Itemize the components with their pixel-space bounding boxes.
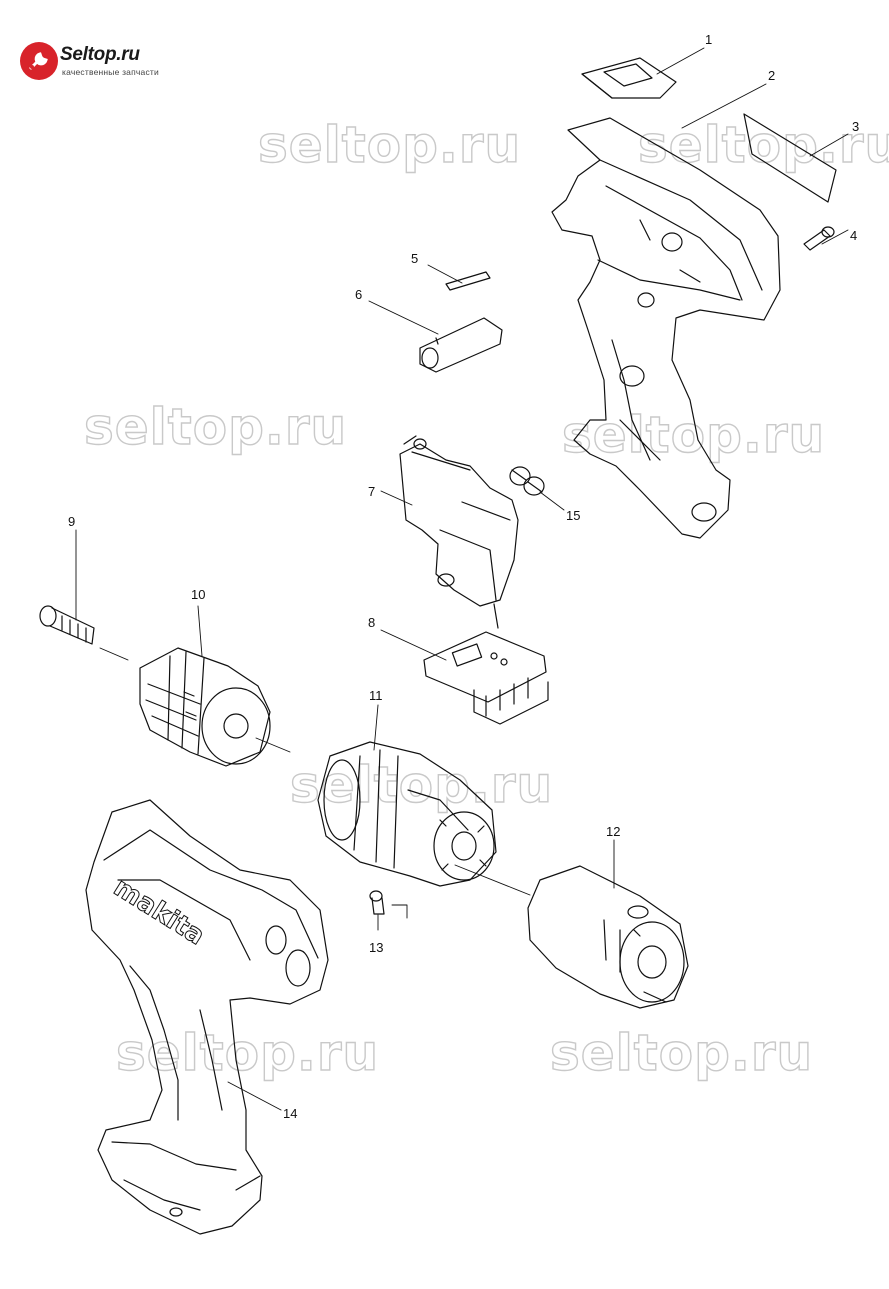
- part-5-compression-spring: [445, 271, 491, 291]
- part-13-pan-head-screw: [369, 890, 385, 915]
- part-11-gear-assembly: [317, 741, 497, 887]
- brand-name: Seltop.ru: [60, 44, 140, 65]
- part-8-controller: [423, 631, 549, 725]
- part-4-tapping-screw: [803, 226, 835, 251]
- housing-brand-lettering: makita: [108, 872, 209, 951]
- leader-lines: [75, 47, 849, 1111]
- part-1-switch-lever: [581, 57, 677, 99]
- part-number-12: 12: [606, 824, 621, 839]
- part-number-13: 13: [369, 940, 384, 955]
- part-6-change-lever: [419, 317, 503, 373]
- part-number-9: 9: [68, 514, 76, 529]
- wrench-icon: [20, 42, 58, 80]
- part-number-4: 4: [850, 228, 858, 243]
- part-number-10: 10: [191, 587, 206, 602]
- brand-logo[interactable]: Seltop.ru качественные запчасти: [20, 40, 180, 86]
- part-number-2: 2: [768, 68, 776, 83]
- part-number-3: 3: [852, 119, 860, 134]
- part-12-dc-motor: [527, 865, 689, 1009]
- watermark: seltop.ru: [549, 1023, 814, 1082]
- brand-tagline: качественные запчасти: [62, 67, 159, 77]
- part-number-8: 8: [368, 615, 376, 630]
- part-10-keyless-chuck: [139, 647, 271, 767]
- part-3-name-plate: [743, 113, 837, 203]
- part-number-14: 14: [283, 1106, 298, 1121]
- part-14-housing-left: [85, 799, 329, 1235]
- watermark: seltop.ru: [257, 115, 522, 174]
- watermark: seltop.ru: [83, 397, 348, 456]
- part-2-housing-right: [551, 117, 781, 539]
- part-number-11: 11: [369, 688, 383, 703]
- part-number-6: 6: [355, 287, 363, 302]
- part-15-rubber-pin: [509, 466, 545, 496]
- part-7-switch: [399, 435, 519, 629]
- watermark: seltop.ru: [115, 1023, 380, 1082]
- part-number-1: 1: [705, 32, 713, 47]
- part-number-15: 15: [566, 508, 581, 523]
- part-number-5: 5: [411, 251, 419, 266]
- part-number-7: 7: [368, 484, 376, 499]
- part-9-screw: [39, 605, 95, 645]
